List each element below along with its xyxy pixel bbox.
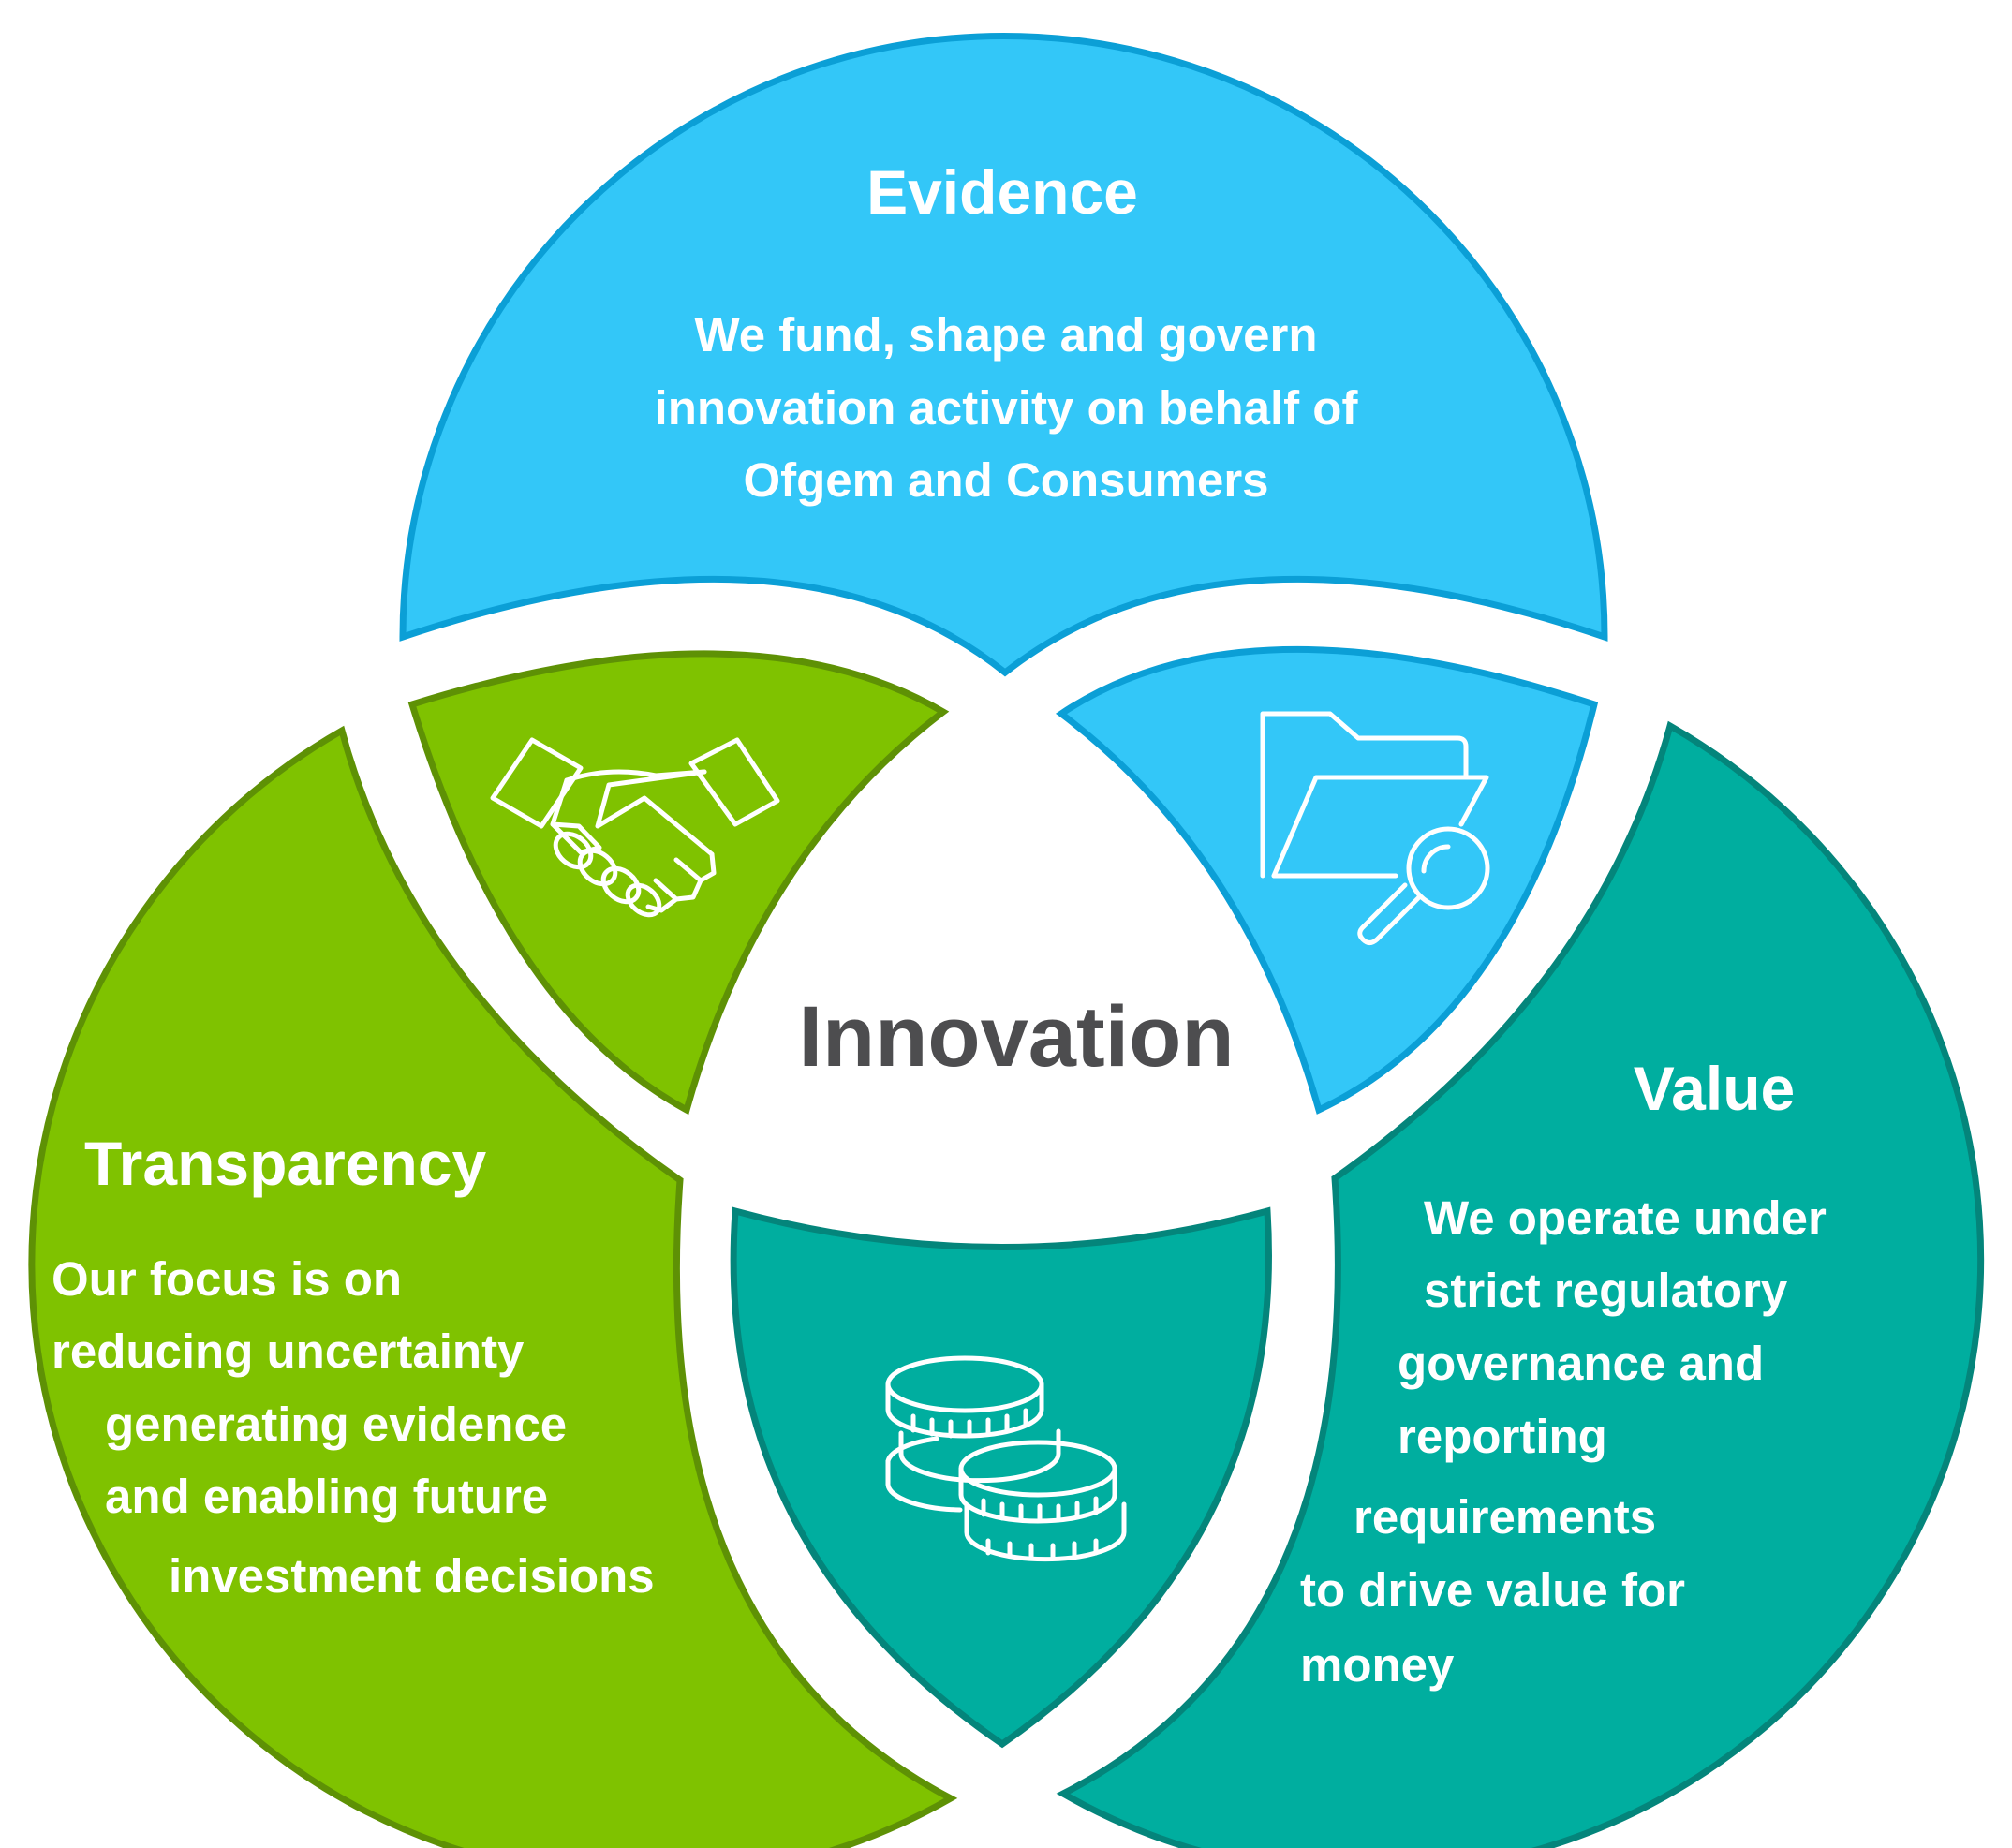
value-region: [1056, 720, 1985, 1848]
transparency-line-4: and enabling future: [105, 1470, 548, 1523]
transparency-title: Transparency: [84, 1129, 487, 1198]
evidence-title: Evidence: [866, 157, 1138, 227]
transparency-line-5: investment decisions: [169, 1549, 655, 1603]
value-line-5: requirements: [1354, 1490, 1656, 1544]
evidence-region: [399, 33, 1608, 677]
evidence-value-overlap: [1055, 645, 1599, 1115]
evidence-line-1: We fund, shape and govern: [695, 308, 1318, 362]
value-line-3: governance and: [1398, 1337, 1764, 1390]
transparency-line-1: Our focus is on: [52, 1252, 402, 1306]
evidence-line-2: innovation activity on behalf of: [655, 381, 1359, 435]
evidence-line-3: Ofgem and Consumers: [743, 453, 1268, 507]
coins-icon: [885, 1355, 1127, 1562]
folder-search-icon: [1260, 711, 1490, 945]
value-line-7: money: [1300, 1638, 1455, 1692]
value-line-4: reporting: [1398, 1410, 1607, 1463]
value-line-2: strict regulatory: [1424, 1264, 1788, 1317]
transparency-line-2: reducing uncertainty: [52, 1324, 525, 1378]
evidence-transparency-overlap: [407, 650, 950, 1116]
handshake-icon: [490, 737, 780, 918]
value-title: Value: [1634, 1054, 1795, 1123]
transparency-region: [28, 725, 958, 1848]
value-line-6: to drive value for: [1300, 1563, 1685, 1617]
transparency-line-3: generating evidence: [105, 1397, 567, 1451]
value-line-1: We operate under: [1424, 1191, 1827, 1245]
innovation-label: Innovation: [798, 989, 1234, 1085]
